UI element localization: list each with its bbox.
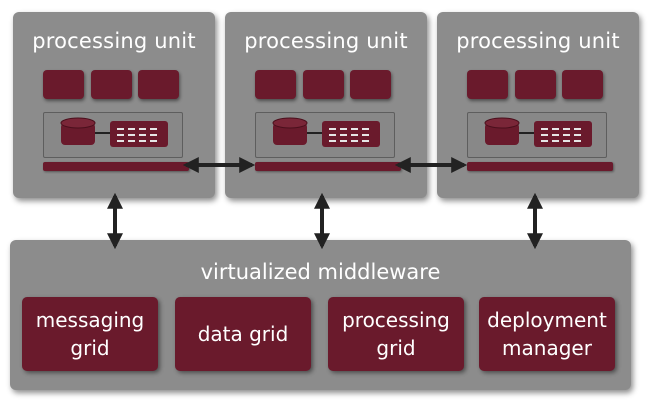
module-label: data grid (197, 322, 289, 346)
module-label: grid (70, 336, 110, 360)
unit-block (515, 70, 556, 99)
module-label: manager (502, 336, 592, 360)
unit-block (91, 70, 132, 99)
data-store-panel (467, 112, 607, 158)
processing-grid-module: processing grid (328, 297, 464, 371)
messaging-grid-module: messaging grid (22, 297, 158, 371)
unit-block (303, 70, 344, 99)
processing-unit-title: processing unit (244, 29, 408, 53)
unit-block (43, 70, 84, 99)
module-label: processing (342, 308, 450, 332)
processing-unit-title: processing unit (32, 29, 196, 53)
processing-unit-title: processing unit (456, 29, 620, 53)
middleware-title: virtualized middleware (200, 260, 441, 284)
unit-bus-bar (467, 162, 613, 171)
unit-bus-bar (43, 162, 189, 171)
unit-block (350, 70, 391, 99)
unit-block (138, 70, 179, 99)
deployment-manager-module: deployment manager (479, 297, 615, 371)
database-table-icon (484, 117, 592, 147)
database-table-icon (272, 117, 380, 147)
unit-block (467, 70, 508, 99)
database-table-icon (60, 117, 168, 147)
virtualized-middleware: virtualized middleware messaging grid da… (10, 240, 631, 390)
module-label: grid (376, 336, 416, 360)
module-label: deployment (487, 308, 607, 332)
processing-unit-3: processing unit (437, 12, 639, 198)
unit-block (255, 70, 296, 99)
data-grid-module: data grid (175, 297, 311, 371)
processing-unit-2: processing unit (225, 12, 427, 198)
module-label: messaging (35, 308, 145, 332)
unit-bus-bar (255, 162, 401, 171)
data-store-panel (255, 112, 395, 158)
data-store-panel (43, 112, 183, 158)
processing-unit-1: processing unit (13, 12, 215, 198)
unit-block (562, 70, 603, 99)
